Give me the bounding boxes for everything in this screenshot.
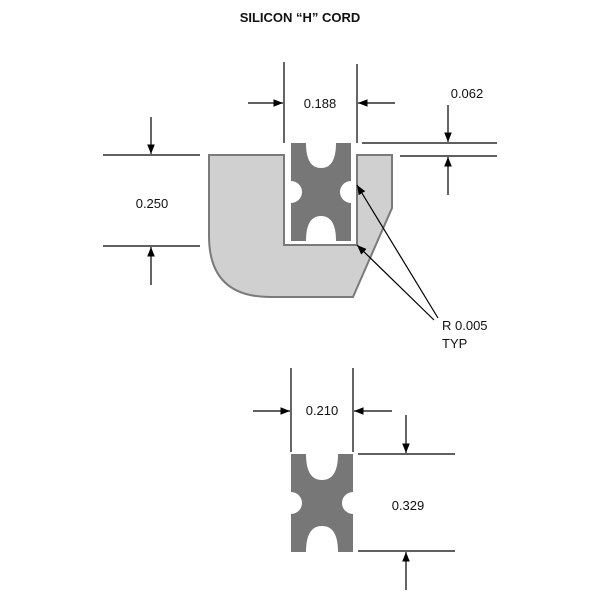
h-cord-installed: [291, 143, 351, 241]
dim-height: 0.250: [136, 196, 169, 211]
diagram-title: SILICON “H” CORD: [240, 10, 361, 25]
dimension-lines: [103, 62, 497, 590]
dim-bottom-height: 0.329: [392, 498, 425, 513]
dim-bottom-width: 0.210: [306, 403, 339, 418]
dim-top-width: 0.188: [304, 96, 337, 111]
dim-radius-typ: TYP: [442, 336, 467, 351]
h-cord-free: [291, 454, 353, 552]
dim-lip-thickness: 0.062: [451, 86, 484, 101]
dim-radius: R 0.005: [442, 318, 488, 333]
